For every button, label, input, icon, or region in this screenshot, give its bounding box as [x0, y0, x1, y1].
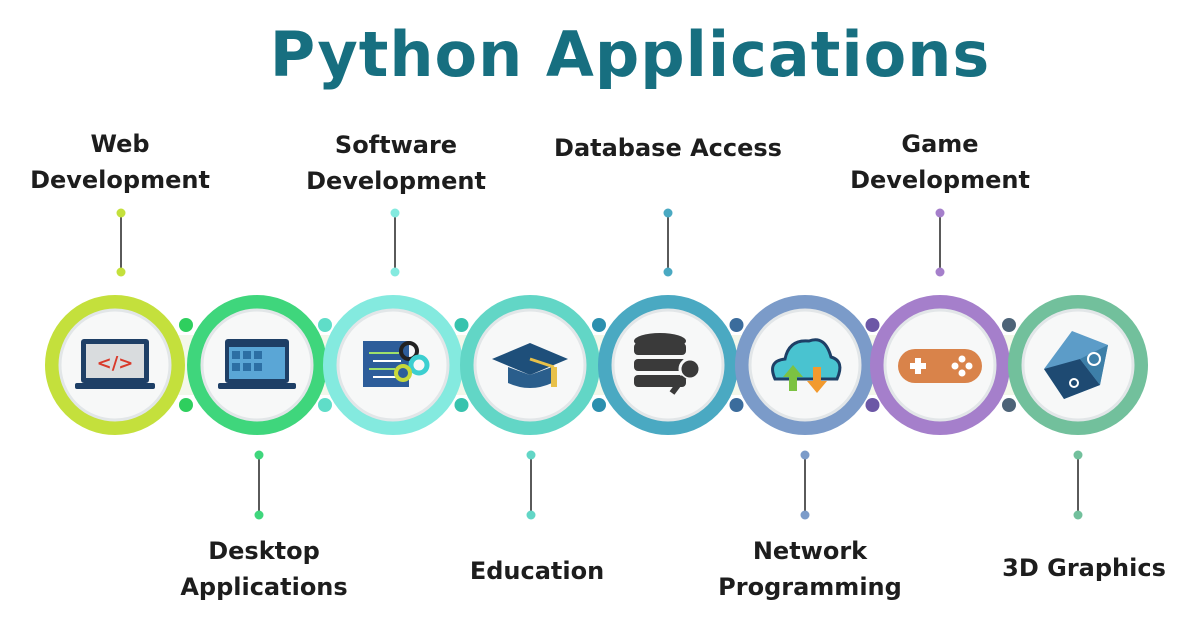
connector-dot: [1073, 450, 1083, 460]
desktop-app-laptop-icon: [218, 339, 296, 389]
cloud-transfer-icon: [771, 338, 842, 393]
connector-dot: [526, 510, 536, 520]
ring-0: [45, 295, 185, 435]
connector-dot: [390, 267, 400, 277]
joint-dot: [865, 318, 880, 332]
ring-6: [870, 295, 1010, 435]
code-gears-icon: [363, 341, 430, 387]
label-database-access: Database Access: [554, 134, 782, 162]
label-software-development: Software Development: [306, 131, 486, 195]
joint-dot: [592, 398, 606, 412]
connector-dot: [800, 510, 810, 520]
connector-dot: [1073, 510, 1083, 520]
code-laptop-icon: </>: [75, 339, 155, 389]
connector-dot: [390, 208, 400, 218]
connector-dot: [663, 208, 673, 218]
connector-dot: [254, 510, 264, 520]
connector-dot: [116, 267, 126, 277]
label-game-development: Game Development: [850, 130, 1030, 194]
joint-dot: [318, 398, 332, 412]
joint-dot: [729, 398, 744, 412]
connector-dot: [800, 450, 810, 460]
database-key-icon: [634, 333, 702, 395]
page-title: Python Applications: [269, 18, 991, 91]
connector-dot: [935, 208, 945, 218]
joint-dot: [454, 398, 469, 412]
label-desktop-applications: Desktop Applications: [180, 537, 348, 601]
label-web-development: Web Development: [30, 130, 210, 194]
joint-dot: [592, 318, 606, 332]
label-network-programming: Network Programming: [718, 537, 902, 601]
connector-dot: [116, 208, 126, 218]
ring-1: [187, 295, 327, 435]
joint-dot: [454, 318, 469, 332]
joint-dot: [1002, 398, 1016, 412]
joint-dot: [865, 398, 880, 412]
joint-dot: [179, 318, 193, 332]
ring-7: [1008, 295, 1148, 435]
label-education: Education: [469, 557, 605, 585]
ring-3: [460, 295, 600, 435]
connector-dot: [935, 267, 945, 277]
joint-dot: [179, 398, 193, 412]
connector-dot: [526, 450, 536, 460]
joint-dot: [318, 318, 332, 332]
label-3d-graphics: 3D Graphics: [1002, 554, 1166, 582]
joint-dot: [1002, 318, 1016, 332]
ring-4: [598, 295, 738, 435]
connector-dot: [663, 267, 673, 277]
ring-5: [735, 295, 875, 435]
cube-icon: [1044, 331, 1108, 399]
ring-2: [323, 295, 463, 435]
gamepad-icon: [898, 349, 982, 383]
connector-dot: [254, 450, 264, 460]
svg-text:</>: </>: [97, 353, 134, 374]
graduation-cap-icon: [492, 343, 568, 388]
joint-dot: [729, 318, 744, 332]
